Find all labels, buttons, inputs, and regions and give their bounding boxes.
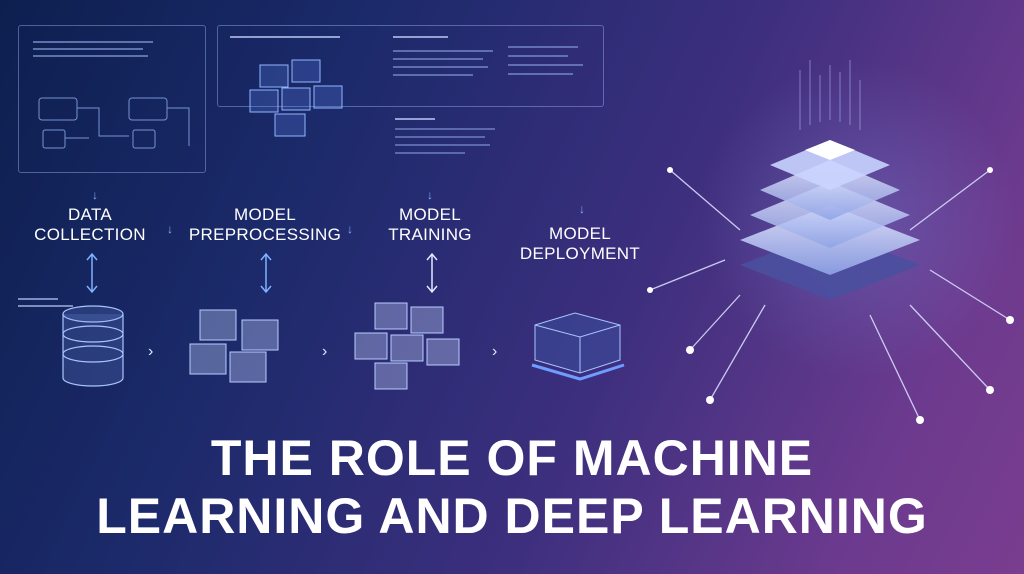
deployment-platform-graphic: [531, 312, 625, 381]
stage-label-line2: TRAINING: [388, 225, 472, 244]
panel-lines: [393, 50, 503, 76]
caption-lines: [18, 298, 73, 307]
stage-label-line1: MODEL: [399, 205, 461, 224]
chevron-right-icon: ›: [492, 343, 498, 360]
server-cluster-graphic: [249, 59, 343, 137]
panel-heading-bar: [230, 36, 340, 38]
chevron-right-icon: ›: [322, 343, 328, 360]
arrow-down-icon: ↓: [167, 222, 173, 236]
training-cubes-graphic: [354, 302, 460, 390]
top-center-panel: [217, 25, 604, 107]
stage-model-deployment: MODEL DEPLOYMENT: [515, 224, 645, 264]
chevron-right-icon: ›: [148, 343, 154, 360]
arrow-down-icon: ↓: [427, 188, 433, 202]
arrow-down-icon: ↓: [347, 222, 353, 236]
panel-bullets: [508, 46, 598, 75]
preprocessing-cubes-graphic: [189, 309, 279, 383]
stage-label-line2: PREPROCESSING: [188, 225, 342, 244]
double-arrow-icon: [86, 252, 98, 294]
arrow-down-icon: ↓: [579, 202, 585, 216]
double-arrow-icon: [260, 252, 272, 294]
stage-label-line1: MODEL: [549, 224, 611, 243]
arrow-down-icon: ↓: [92, 188, 98, 202]
ai-chip-stack-graphic: [647, 60, 1014, 424]
stage-label-line2: COLLECTION: [34, 225, 146, 244]
info-text-block: [395, 118, 505, 154]
top-left-panel: [18, 25, 206, 173]
stage-data-collection: DATA COLLECTION: [20, 205, 160, 245]
page-title-line2: LEARNING AND DEEP LEARNING: [96, 488, 928, 544]
panel-text-block: [33, 38, 183, 62]
stage-model-training: MODEL TRAINING: [370, 205, 490, 245]
stage-label-line1: MODEL: [234, 205, 296, 224]
double-arrow-icon: [426, 252, 438, 294]
panel-heading-bar-2: [393, 36, 448, 38]
stage-model-preprocessing: MODEL PREPROCESSING: [185, 205, 345, 245]
circuit-diagram-graphic: [38, 97, 190, 149]
stage-label-line1: DATA: [67, 205, 112, 224]
page-title-line1: THE ROLE OF MACHINE: [210, 430, 814, 486]
database-icon: [62, 305, 124, 387]
stage-label-line2: DEPLOYMENT: [519, 244, 641, 263]
